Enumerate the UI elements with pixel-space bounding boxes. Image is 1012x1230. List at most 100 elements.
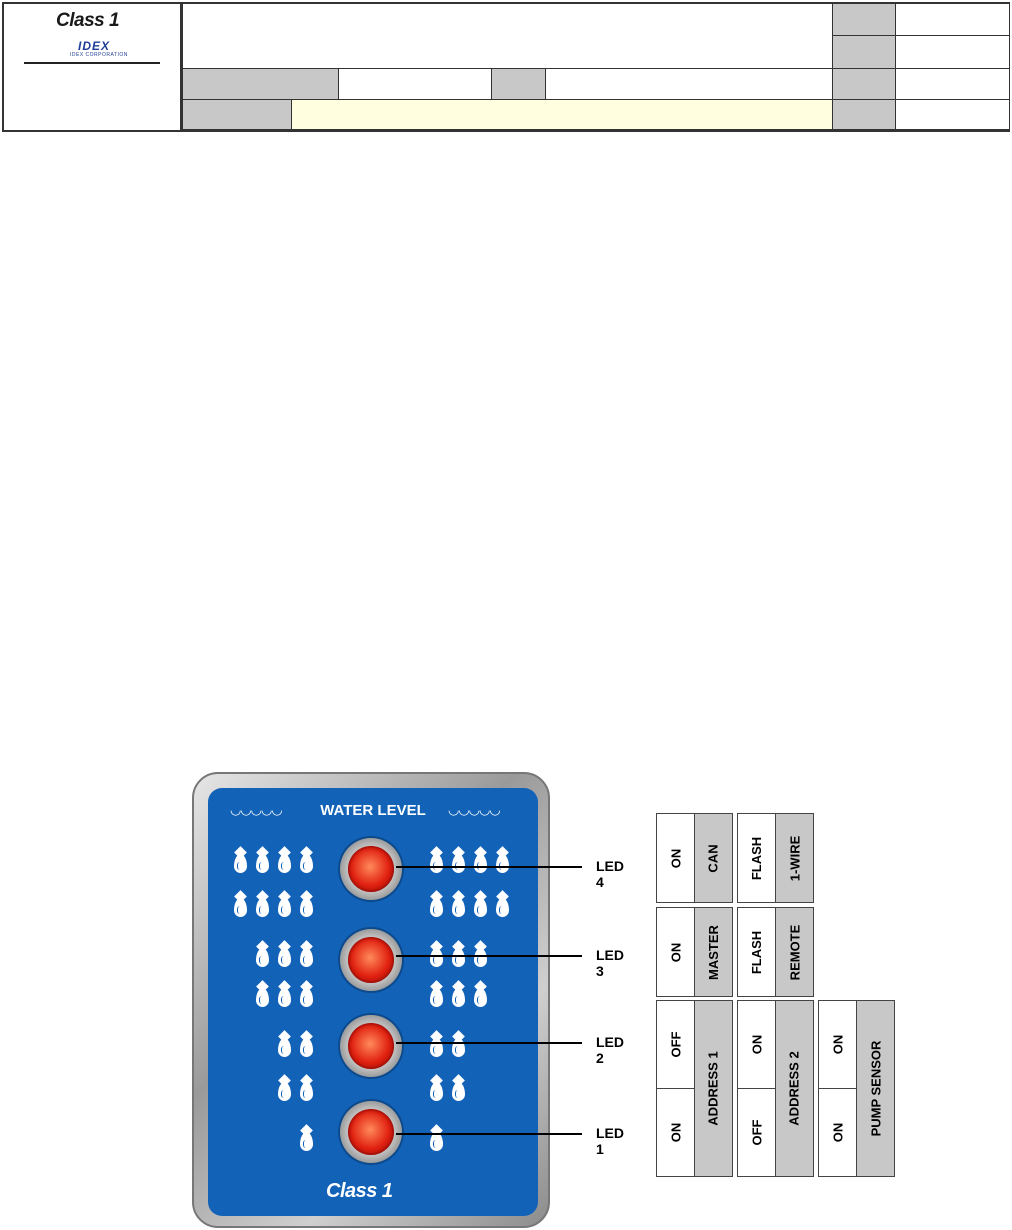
switch-address2-top: ON (737, 1000, 776, 1089)
led-4 (340, 838, 402, 900)
panel-brand-logo: Class 1 (326, 1180, 393, 1202)
switch-pump-sensor-top: ON (818, 1000, 857, 1089)
switch-led3-master: MASTER (694, 907, 733, 997)
drop-icon (474, 988, 487, 1007)
switch-label: FLASH (749, 930, 764, 974)
switch-pump-sensor-bottom: ON (818, 1088, 857, 1177)
drop-icon (430, 1132, 443, 1151)
switch-label: CAN (705, 843, 721, 873)
switch-label: ON (668, 942, 683, 962)
switch-label: ON (830, 1122, 845, 1143)
drop-icon (278, 898, 291, 917)
switch-label: REMOTE (787, 924, 802, 980)
drop-icon (300, 898, 313, 917)
panel-title: WATER LEVEL (320, 802, 426, 819)
drop-icon (430, 948, 443, 967)
drop-icon (452, 854, 465, 873)
switch-label: ON (668, 848, 683, 868)
switch-label: OFF (749, 1119, 764, 1146)
switch-led4-can: CAN (694, 813, 733, 903)
drop-icon (430, 1038, 443, 1057)
header-label-cell (832, 99, 896, 130)
drop-icon (234, 854, 247, 873)
drop-icon (256, 988, 269, 1007)
header-label-cell (832, 68, 896, 100)
switch-label: ADDRESS 2 (787, 1051, 803, 1126)
switch-label: ON (749, 1034, 764, 1055)
led-1 (340, 1101, 402, 1163)
switch-address2-bottom: OFF (737, 1088, 776, 1177)
switch-address2-label: ADDRESS 2 (775, 1000, 814, 1177)
drop-icon (256, 898, 269, 917)
drop-icon (496, 898, 509, 917)
header-label-cell (182, 68, 339, 100)
idex-logo-subtitle: IDEX CORPORATION (70, 52, 128, 58)
switch-led3-flash: FLASH (737, 907, 776, 997)
logo-cell: Class 1 IDEX IDEX CORPORATION (4, 4, 182, 130)
drop-icon (300, 988, 313, 1007)
switch-label: 1-WIRE (787, 835, 802, 881)
drop-icon (430, 988, 443, 1007)
switch-led4-on: ON (656, 813, 695, 903)
switch-address1-bottom: ON (656, 1088, 695, 1177)
drop-icon (452, 898, 465, 917)
header-label-cell (491, 68, 546, 100)
drop-icon (278, 1038, 291, 1057)
drop-icon (430, 1082, 443, 1101)
wave-icon: ◡◡◡◡◡ (230, 802, 283, 817)
drop-icon (474, 898, 487, 917)
led-lens (348, 937, 394, 983)
led2-label: LED 2 (596, 1034, 624, 1066)
header-highlight-cell (291, 99, 833, 130)
wave-icon: ◡◡◡◡◡ (448, 802, 501, 817)
logo-divider (24, 62, 160, 64)
panel-face: ◡◡◡◡◡ WATER LEVEL ◡◡◡◡◡ (208, 788, 538, 1216)
drop-icon (278, 1082, 291, 1101)
drop-icon (278, 948, 291, 967)
led3-leader-line (396, 955, 582, 957)
led4-leader-line (396, 866, 582, 868)
led1-label: LED 1 (596, 1125, 624, 1157)
drop-icon (300, 948, 313, 967)
header-value-cell (338, 68, 492, 100)
document-title-cell (182, 3, 833, 69)
switch-led3-on: ON (656, 907, 695, 997)
switch-label: OFF (668, 1031, 683, 1058)
header-value-cell (895, 68, 1010, 100)
idex-logo: IDEX (78, 39, 111, 53)
led-lens (348, 1109, 394, 1155)
switch-led3-remote: REMOTE (775, 907, 814, 997)
drop-icon (300, 854, 313, 873)
drop-icon (278, 854, 291, 873)
title-block: Class 1 IDEX IDEX CORPORATION (2, 2, 1010, 132)
switch-address1-top: OFF (656, 1000, 695, 1089)
drop-icon (278, 988, 291, 1007)
switch-label: PUMP SENSOR (868, 1040, 883, 1137)
led-2 (340, 1015, 402, 1077)
header-value-cell (895, 3, 1010, 36)
drop-icon (452, 1038, 465, 1057)
led-3 (340, 929, 402, 991)
led-lens (348, 1023, 394, 1069)
drop-icon (430, 898, 443, 917)
drop-icon (452, 1082, 465, 1101)
drop-icon (452, 988, 465, 1007)
drop-icon (430, 854, 443, 873)
drop-icon (300, 1132, 313, 1151)
drop-icon (256, 948, 269, 967)
header-label-cell (832, 35, 896, 69)
drop-icon (474, 854, 487, 873)
switch-label: ON (830, 1034, 845, 1055)
header-value-cell (545, 68, 833, 100)
led4-label: LED 4 (596, 858, 624, 890)
led1-leader-line (396, 1133, 582, 1135)
switch-label: ADDRESS 1 (706, 1051, 722, 1126)
switch-label: MASTER (706, 924, 722, 980)
switch-pump-sensor-label: PUMP SENSOR (856, 1000, 895, 1177)
drop-icon (452, 948, 465, 967)
led3-label: LED 3 (596, 947, 624, 979)
switch-led4-1wire: 1-WIRE (775, 813, 814, 903)
switch-led4-flash: FLASH (737, 813, 776, 903)
switch-label: ON (668, 1122, 683, 1143)
drop-icon (474, 948, 487, 967)
